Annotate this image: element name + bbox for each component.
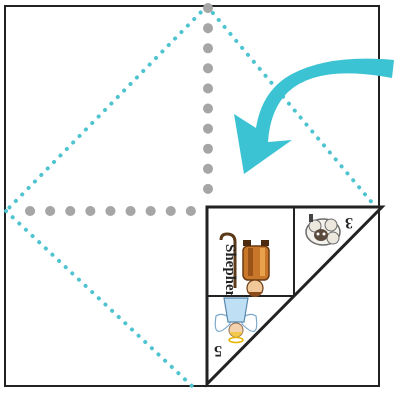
shepherd-label: Shepherd bbox=[222, 244, 238, 306]
angel-number: 5 bbox=[214, 342, 222, 359]
sheep-number: 3 bbox=[345, 214, 353, 231]
